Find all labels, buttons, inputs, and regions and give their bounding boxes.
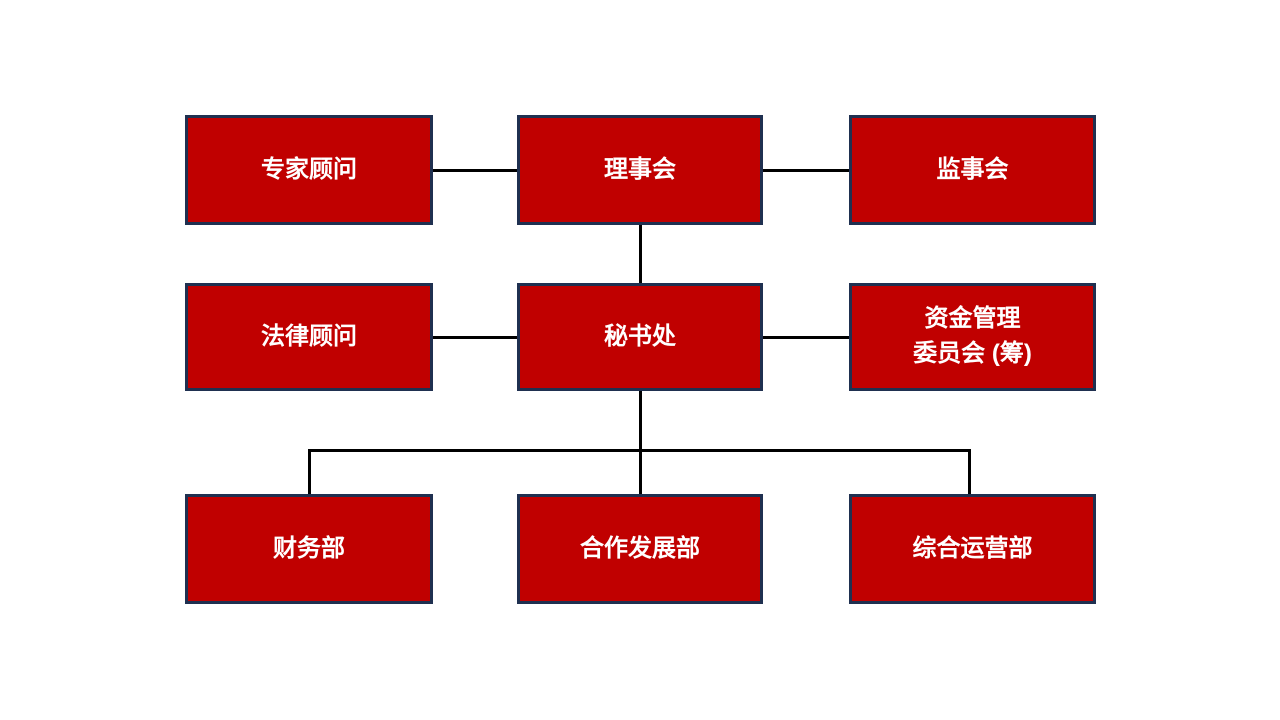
org-node-label: 监事会	[936, 155, 1009, 183]
org-node-fund-management-committee: 资金管理 委员会 (筹)	[849, 283, 1096, 391]
org-node-supervisory-board: 监事会	[849, 115, 1096, 225]
connector-drop-finance-department	[308, 449, 311, 494]
org-node-label: 资金管理	[924, 305, 1021, 333]
connector-legal-advisor-secretariat	[433, 336, 517, 339]
org-node-legal-advisor: 法律顾问	[185, 283, 433, 391]
org-node-label: 合作发展部	[580, 534, 700, 562]
connector-secretariat-branch-stem	[639, 391, 642, 451]
org-node-label: 理事会	[604, 155, 676, 183]
org-node-label: 法律顾问	[261, 322, 357, 350]
connector-board-secretariat	[639, 225, 642, 283]
org-node-general-operations-department: 综合运营部	[849, 494, 1096, 604]
connector-drop-cooperation-development-department	[639, 449, 642, 494]
org-node-cooperation-development-department: 合作发展部	[517, 494, 763, 604]
org-node-label: 专家顾问	[261, 155, 357, 183]
connector-board-supervisory-board	[763, 169, 849, 172]
connector-drop-general-operations-department	[968, 449, 971, 494]
org-node-label: 综合运营部	[912, 534, 1033, 562]
org-node-secretariat: 秘书处	[517, 283, 763, 391]
connector-expert-advisor-board	[433, 169, 517, 172]
connector-secretariat-fund-committee	[763, 336, 849, 339]
org-node-label: 财务部	[273, 534, 345, 562]
org-node-expert-advisor: 专家顾问	[185, 115, 433, 225]
org-node-label-line2: 委员会 (筹)	[913, 340, 1032, 367]
org-node-label: 秘书处	[604, 322, 676, 350]
org-node-finance-department: 财务部	[185, 494, 433, 604]
org-node-board-of-directors: 理事会	[517, 115, 763, 225]
